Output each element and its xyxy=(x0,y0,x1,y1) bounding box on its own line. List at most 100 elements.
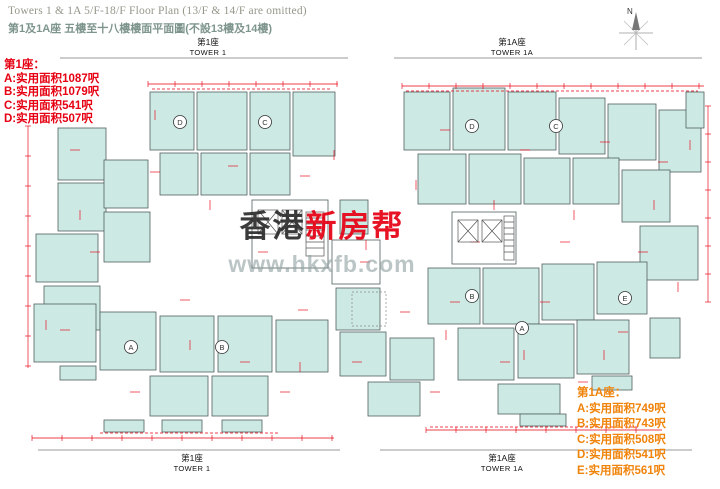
plan-room xyxy=(103,159,149,209)
tower1-legend-item: D:实用面积507呎 xyxy=(4,113,93,125)
plan-room xyxy=(558,97,606,155)
plan-room xyxy=(196,91,248,151)
tower1a-legend-heading: 第1A座： xyxy=(577,387,627,399)
unit-marker-circle xyxy=(124,340,138,354)
plan-room xyxy=(649,317,681,359)
unit-label: D xyxy=(469,122,475,131)
plan-room xyxy=(519,413,567,427)
plan-room xyxy=(591,375,633,391)
plan-room xyxy=(417,153,467,205)
plan-room xyxy=(576,319,630,375)
plan-room xyxy=(639,225,699,281)
plan-room xyxy=(452,87,506,151)
title-line-cn: 第1及1A座 五樓至十八樓樓面平面圖(不設13樓及14樓) xyxy=(8,23,273,35)
tower1-legend-item: C:实用面积541呎 xyxy=(4,99,93,112)
north-compass: N xyxy=(619,7,653,50)
tower1-legend-heading: 第1座： xyxy=(4,59,45,71)
plan-room xyxy=(211,375,269,417)
plan-room xyxy=(159,315,215,373)
plan-room xyxy=(57,182,107,232)
tower1-legend-item: B:实用面积1079呎 xyxy=(4,86,100,98)
plan-room xyxy=(497,383,561,415)
tower-extent-lines xyxy=(38,57,702,451)
tower1a-top-label: 第1A座 TOWER 1A xyxy=(472,36,552,57)
tower1-top-label: 第1座 TOWER 1 xyxy=(168,36,248,57)
plan-room xyxy=(685,91,705,129)
plan-room xyxy=(59,365,97,381)
plan-room xyxy=(339,199,369,235)
unit-label: A xyxy=(128,343,133,352)
compass-n-label: N xyxy=(627,7,633,16)
tower1a-area-legend: 第1A座： A:实用面积749呎 B:实用面积743呎 C:实用面积508呎 D… xyxy=(577,386,666,479)
unit-label: D xyxy=(177,118,183,127)
tower1a-legend-item: C:实用面积508呎 xyxy=(577,433,666,446)
plan-room xyxy=(275,319,329,373)
unit-markers: D C A B D C B A E xyxy=(124,115,632,354)
tower1a-bottom-label: 第1A座 TOWER 1A xyxy=(462,452,542,473)
dimension-marks xyxy=(25,81,711,441)
plan-room xyxy=(596,261,648,315)
plan-room xyxy=(572,157,620,205)
tower1a-legend-item: E:实用面积561呎 xyxy=(577,464,666,477)
plan-room xyxy=(607,103,657,161)
plan-room xyxy=(103,419,145,433)
plan-room xyxy=(367,381,421,417)
plan-room xyxy=(517,323,575,379)
unit-marker-circle xyxy=(618,291,632,305)
page-title: Towers 1 & 1A 5/F-18/F Floor Plan (13/F … xyxy=(8,5,307,36)
tower1a-legend-item: D:实用面积541呎 xyxy=(577,449,666,461)
tower1a-bottom-label-cn: 第1A座 xyxy=(488,453,516,463)
plan-room xyxy=(335,287,381,331)
title-line-en: Towers 1 & 1A 5/F-18/F Floor Plan (13/F … xyxy=(8,5,307,17)
plan-room xyxy=(507,91,557,151)
unit-label: C xyxy=(262,118,268,127)
plan-room xyxy=(57,127,107,181)
plan-room xyxy=(159,152,199,196)
plan-room xyxy=(389,337,435,381)
plan-room xyxy=(621,169,671,223)
unit-marker-circle xyxy=(215,340,229,354)
tower1-top-label-cn: 第1座 xyxy=(197,37,219,47)
tower1a-legend-item: A:实用面积749呎 xyxy=(577,402,666,415)
floor-plan-rooms xyxy=(33,87,705,433)
tower1-legend-item: A:实用面积1087呎 xyxy=(4,72,100,85)
plan-room xyxy=(103,211,151,263)
tower1-bottom-label-en: TOWER 1 xyxy=(173,464,211,473)
unit-label: C xyxy=(553,122,559,131)
tower1a-bottom-label-en: TOWER 1A xyxy=(480,464,524,473)
plan-room xyxy=(468,153,522,205)
north-arrow-icon xyxy=(632,12,640,30)
tower1-area-legend: 第1座： A:实用面积1087呎 B:实用面积1079呎 C:实用面积541呎 … xyxy=(4,59,99,127)
plan-room xyxy=(331,239,381,285)
unit-marker-circle xyxy=(465,119,479,133)
tower1-bottom-label-cn: 第1座 xyxy=(181,453,203,463)
unit-marker-circle xyxy=(258,115,272,129)
unit-marker-circle xyxy=(515,321,529,335)
plan-room xyxy=(149,91,195,151)
plan-room xyxy=(33,303,97,363)
unit-marker-circle xyxy=(173,115,187,129)
unit-label: E xyxy=(622,294,627,303)
tower1a-top-label-cn: 第1A座 xyxy=(498,37,526,47)
plan-room xyxy=(292,91,336,157)
tower1a-legend-item: B:实用面积743呎 xyxy=(577,418,666,430)
core-details xyxy=(257,209,515,327)
unit-label: B xyxy=(469,292,474,301)
tower1a-top-label-en: TOWER 1A xyxy=(490,48,534,57)
unit-marker-circle xyxy=(465,289,479,303)
plan-room xyxy=(200,152,248,196)
plan-room xyxy=(523,157,571,205)
unit-label: A xyxy=(519,324,524,333)
tower1-top-label-en: TOWER 1 xyxy=(189,48,227,57)
plan-room xyxy=(482,267,540,325)
tower1-bottom-label: 第1座 TOWER 1 xyxy=(152,452,232,473)
plan-room xyxy=(161,419,203,433)
unit-label: B xyxy=(219,343,224,352)
plan-room xyxy=(149,375,209,417)
plan-room xyxy=(541,263,595,321)
plan-room xyxy=(35,233,99,283)
unit-marker-circle xyxy=(549,119,563,133)
plan-room xyxy=(457,327,515,381)
